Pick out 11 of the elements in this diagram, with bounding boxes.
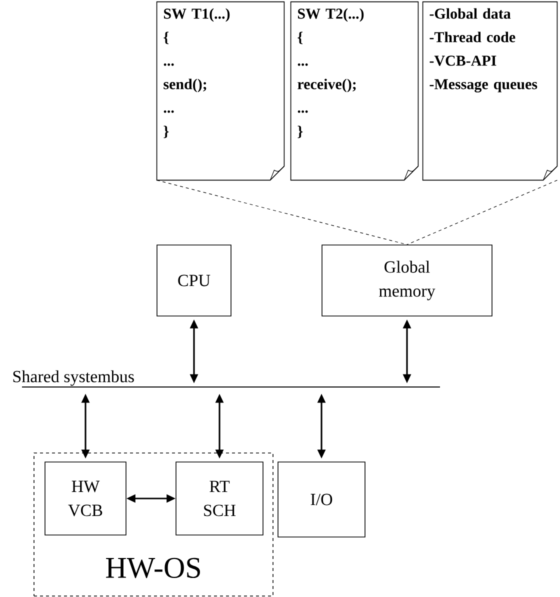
component-box: I/O [278, 462, 366, 538]
dashed-line [406, 180, 558, 245]
component-box: HW VCB [44, 462, 126, 536]
component-box: RT SCH [176, 462, 264, 536]
dashed-line [156, 180, 408, 245]
bus-line: Shared systembus [13, 370, 440, 388]
document-sheet: -Global data -Thread code -VCB-API -Message queues [422, 1, 558, 181]
component-box: CPU [156, 244, 232, 316]
component-box: Global memory [322, 244, 492, 316]
document-sheet: SW T2(...) { ... receive(); ... } [290, 1, 419, 181]
document-sheet: SW T1(...) { ... send(); ... } [156, 1, 285, 181]
